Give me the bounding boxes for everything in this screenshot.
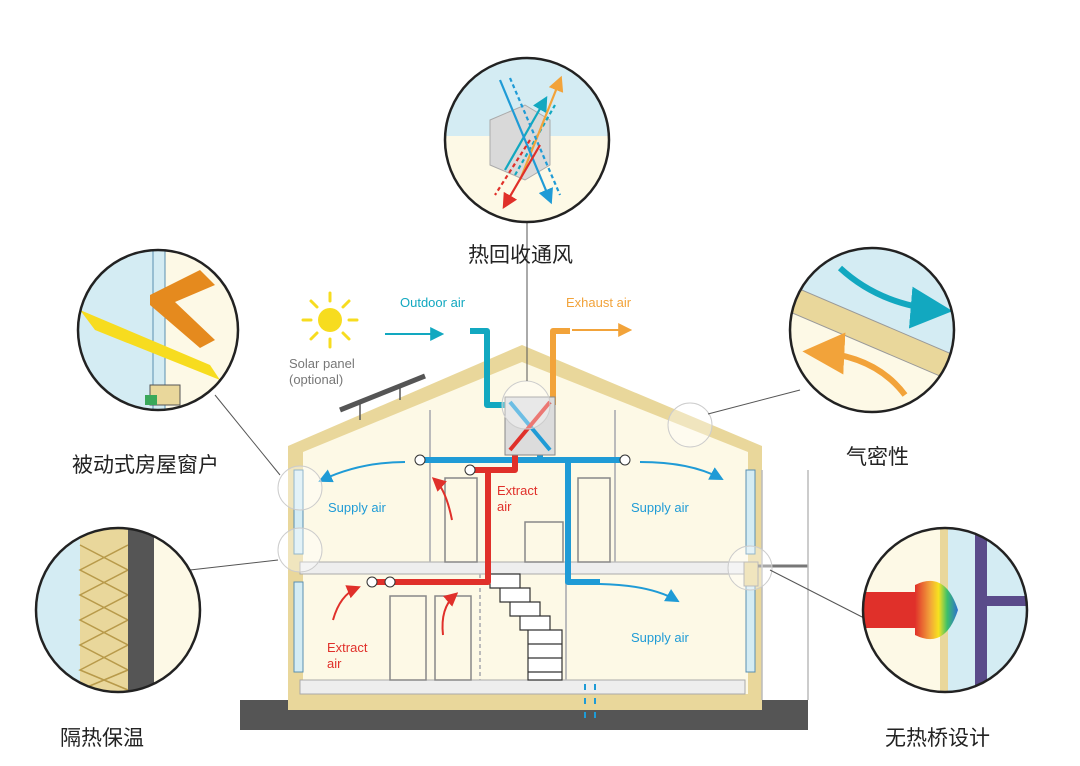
callout-windows <box>76 248 240 412</box>
label-extract-upper: Extract <box>497 483 538 498</box>
solar-panel <box>339 373 426 420</box>
label-heat-recovery: 热回收通风 <box>468 243 573 267</box>
callout-airtight <box>788 246 956 414</box>
label-supply-air-upper-left: Supply air <box>328 500 386 515</box>
house <box>288 345 809 726</box>
label-supply-air-lower: Supply air <box>631 630 689 645</box>
callout-insulation <box>34 526 202 694</box>
label-extract-lower: Extract <box>327 640 368 655</box>
label-exhaust-air: Exhaust air <box>566 295 632 310</box>
label-insulation: 隔热保温 <box>60 726 144 750</box>
label-airtight: 气密性 <box>846 445 909 469</box>
label-extract-lower-air: air <box>327 656 342 671</box>
vent-outlets <box>366 454 631 588</box>
sun-icon <box>301 291 359 349</box>
callout-thermal-bridge <box>861 526 1029 694</box>
label-windows: 被动式房屋窗户 <box>72 453 219 477</box>
label-solar-panel: Solar panel <box>289 356 355 371</box>
label-solar-optional: (optional) <box>289 372 343 387</box>
label-thermal-bridge: 无热桥设计 <box>885 726 990 750</box>
label-supply-air-upper-right: Supply air <box>631 500 689 515</box>
label-outdoor-air: Outdoor air <box>400 295 466 310</box>
flow-arrows <box>318 323 724 636</box>
callout-connectors <box>189 222 869 621</box>
callout-heat-recovery <box>443 56 611 224</box>
detail-highlights <box>277 380 773 591</box>
label-extract-upper-air: air <box>497 499 512 514</box>
